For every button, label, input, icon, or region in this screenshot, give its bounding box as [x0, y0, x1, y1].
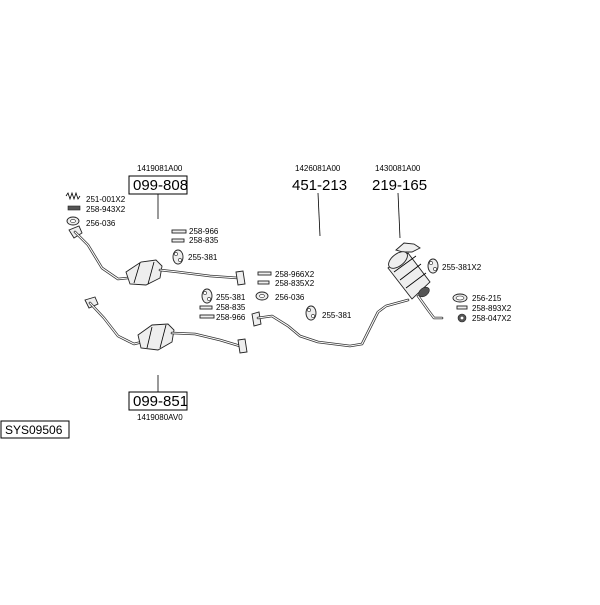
rear-cat-outlet-flange: [237, 338, 248, 354]
nut-pair-icon: [257, 280, 270, 285]
ref-rear-cat: 099-851 1419080AV0: [128, 391, 188, 422]
part-label: 255-381: [322, 311, 352, 320]
nut-icon: [171, 238, 185, 243]
ref-mid-pipe: 1426081A00 451-213: [292, 164, 347, 194]
rubber-hanger-icon: [427, 258, 439, 274]
bolt-icon: [456, 305, 468, 310]
front-catalyst: [68, 225, 246, 286]
stud-icon: [199, 314, 215, 319]
rubber-hanger-icon: [172, 249, 184, 265]
rubber-hanger-icon: [305, 305, 317, 321]
front-cat-downpipe: [73, 230, 130, 281]
part-label: 258-943X2: [86, 205, 126, 214]
front-cat-outlet-flange: [235, 270, 246, 286]
mid-pipe-front-flange: [251, 311, 262, 327]
part-label: 258-893X2: [472, 304, 512, 313]
rear-cat-ref: 099-851: [133, 393, 188, 410]
rubber-hanger-icon: [201, 288, 213, 304]
part-label: 258-047X2: [472, 314, 512, 323]
part-label: 258-966: [216, 313, 246, 322]
part-label: 258-966X2: [275, 270, 315, 279]
part-label: 255-381: [188, 253, 218, 262]
system-id: SYS09506: [0, 420, 70, 439]
ref-silencer: 1430081A00 219-165: [372, 164, 427, 194]
part-label: 256-215: [472, 294, 502, 303]
rear-silencer: [387, 242, 444, 320]
front-cat-body: [125, 259, 163, 286]
system-id-text: SYS09506: [5, 423, 63, 437]
part-label: 251-001X2: [86, 195, 126, 204]
fittings: [65, 191, 468, 323]
part-label: 258-966: [189, 227, 219, 236]
rear-cat-body: [137, 323, 175, 351]
part-label: 258-835: [216, 303, 246, 312]
part-label: 256-036: [86, 219, 116, 228]
silencer-ref: 219-165: [372, 177, 427, 194]
stud-pair-icon: [257, 271, 272, 276]
nut-icon: [199, 305, 213, 310]
rear-cat-code: 1419080AV0: [137, 413, 183, 422]
rear-catalyst: [84, 296, 248, 354]
stud-icon: [171, 229, 187, 234]
silencer-tailpipe: [416, 294, 444, 320]
middle-pipe: [251, 298, 410, 348]
rear-cat-inlet-flange: [84, 296, 99, 309]
part-label: 256-036: [275, 293, 305, 302]
front-cat-ref: 099-808: [133, 177, 188, 194]
mid-pipe-ref: 451-213: [292, 177, 347, 194]
rear-cat-outlet-pipe: [170, 331, 242, 348]
part-label: 255-381X2: [442, 263, 482, 272]
part-labels: 251-001X2 258-943X2 256-036 258-966 258-…: [86, 195, 512, 323]
leader-lines: [157, 192, 401, 392]
front-cat-code: 1419081A00: [137, 164, 183, 173]
silencer-code: 1430081A00: [375, 164, 421, 173]
part-label: 258-835X2: [275, 279, 315, 288]
bolt-icon: [67, 205, 81, 211]
part-label: 255-381: [216, 293, 246, 302]
ref-front-cat: 1419081A00 099-808: [128, 164, 188, 195]
silencer-hanger: [395, 242, 421, 253]
mid-pipe-code: 1426081A00: [295, 164, 341, 173]
part-label: 258-835: [189, 236, 219, 245]
spring-icon: [65, 191, 81, 201]
rear-cat-downpipe: [88, 301, 144, 346]
